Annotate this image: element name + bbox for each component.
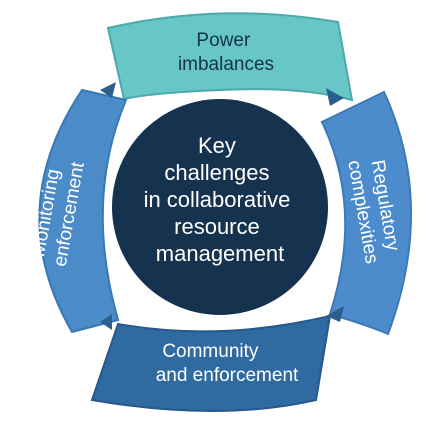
segment-community-line-1: Community bbox=[162, 341, 259, 362]
arrow-regulatory-to-community bbox=[326, 306, 344, 322]
center-line-3: in collaborative bbox=[144, 187, 291, 212]
segment-regulatory-complexities: Regulatory complexities bbox=[320, 90, 412, 336]
segment-community-line-2: and enforcement bbox=[156, 365, 299, 386]
segment-community-enforcement: Community and enforcement bbox=[90, 314, 332, 412]
arrow-power-to-regulatory bbox=[326, 88, 344, 106]
arrow-monitoring-to-power bbox=[100, 82, 116, 98]
center-label: Key challenges in collaborative resource… bbox=[144, 133, 297, 266]
center-line-4: resource bbox=[174, 214, 260, 239]
segment-regulatory-shape bbox=[320, 90, 412, 336]
center-line-5: management bbox=[156, 241, 284, 266]
segment-power-shape bbox=[106, 12, 354, 102]
center-line-2: challenges bbox=[164, 160, 269, 185]
segment-monitoring-shape bbox=[38, 88, 128, 334]
center-hub: Key challenges in collaborative resource… bbox=[112, 99, 328, 315]
segment-community-label: Community and enforcement bbox=[156, 341, 299, 386]
center-circle bbox=[112, 99, 328, 315]
segment-power-line-2: imbalances bbox=[178, 54, 274, 75]
arrow-community-to-monitoring bbox=[100, 314, 112, 330]
segment-power-imbalances: Power imbalances bbox=[106, 12, 354, 102]
center-line-1: Key bbox=[198, 133, 236, 158]
segment-monitoring-enforcement: Monitoring enforcement bbox=[28, 88, 128, 334]
segment-power-label: Power imbalances bbox=[178, 30, 274, 75]
flow-arrows bbox=[100, 82, 344, 330]
segment-community-shape bbox=[90, 314, 332, 412]
segment-power-line-1: Power bbox=[196, 30, 251, 51]
